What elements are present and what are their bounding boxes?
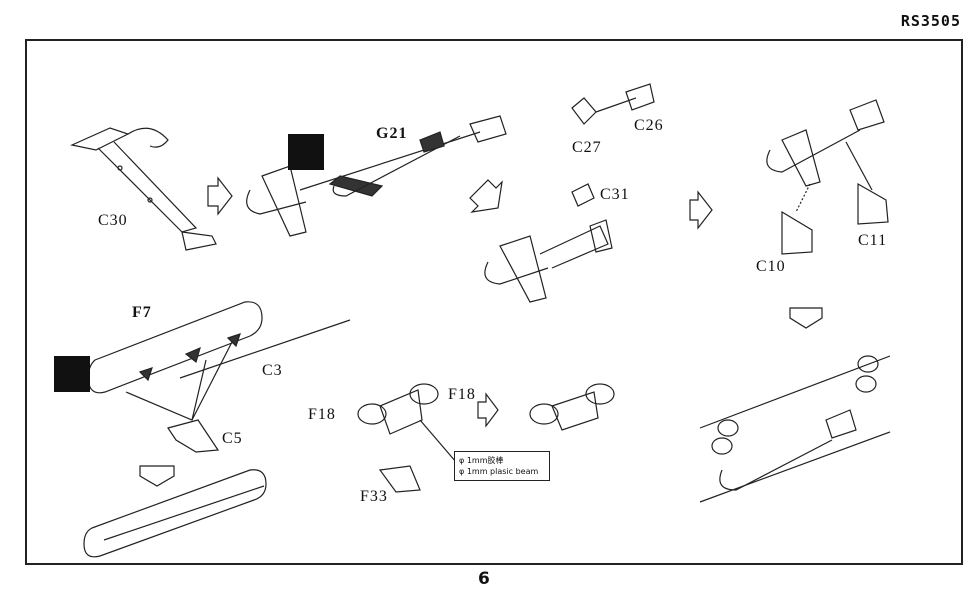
label-f18-right: F18	[448, 386, 476, 403]
note-line-1: φ 1mm胶棒	[459, 456, 504, 465]
assembly-step-2	[246, 115, 507, 237]
step-arrow-icon	[207, 176, 233, 216]
label-c10: C10	[756, 258, 786, 275]
label-c11: C11	[858, 232, 888, 249]
bend-part-icon	[288, 134, 324, 170]
label-c3: C3	[262, 362, 283, 379]
note-line-2: φ 1mm plasic beam	[459, 467, 539, 476]
step-arrow-icon	[689, 190, 713, 230]
step-arrow-icon	[139, 465, 175, 487]
instruction-frame	[25, 39, 963, 565]
label-c27: C27	[572, 139, 602, 156]
f18-parts	[357, 383, 615, 493]
label-f33: F33	[360, 488, 388, 505]
step-arrow-icon	[477, 392, 499, 428]
final-tank	[83, 469, 267, 558]
label-c31: C31	[600, 186, 630, 203]
c30-part	[70, 127, 217, 251]
step-arrow-icon	[469, 179, 503, 213]
bend-part-icon	[54, 356, 90, 392]
assembly-step-3	[484, 183, 613, 303]
step-arrow-icon	[789, 307, 823, 329]
label-c5: C5	[222, 430, 243, 447]
label-c30: C30	[98, 212, 128, 229]
plastic-beam-note: φ 1mm胶棒 φ 1mm plasic beam	[454, 451, 550, 481]
f7-tank	[87, 301, 351, 421]
label-g21: G21	[376, 125, 408, 142]
label-f18-left: F18	[308, 406, 336, 423]
label-f7: F7	[132, 304, 152, 321]
assembly-step-4	[766, 99, 889, 255]
label-c26: C26	[634, 117, 664, 134]
final-assembly-right	[699, 355, 891, 503]
c26-c27-parts	[571, 83, 655, 125]
model-code: RS3505	[900, 12, 961, 30]
page-number: 6	[478, 569, 490, 589]
c5-part	[167, 419, 220, 453]
